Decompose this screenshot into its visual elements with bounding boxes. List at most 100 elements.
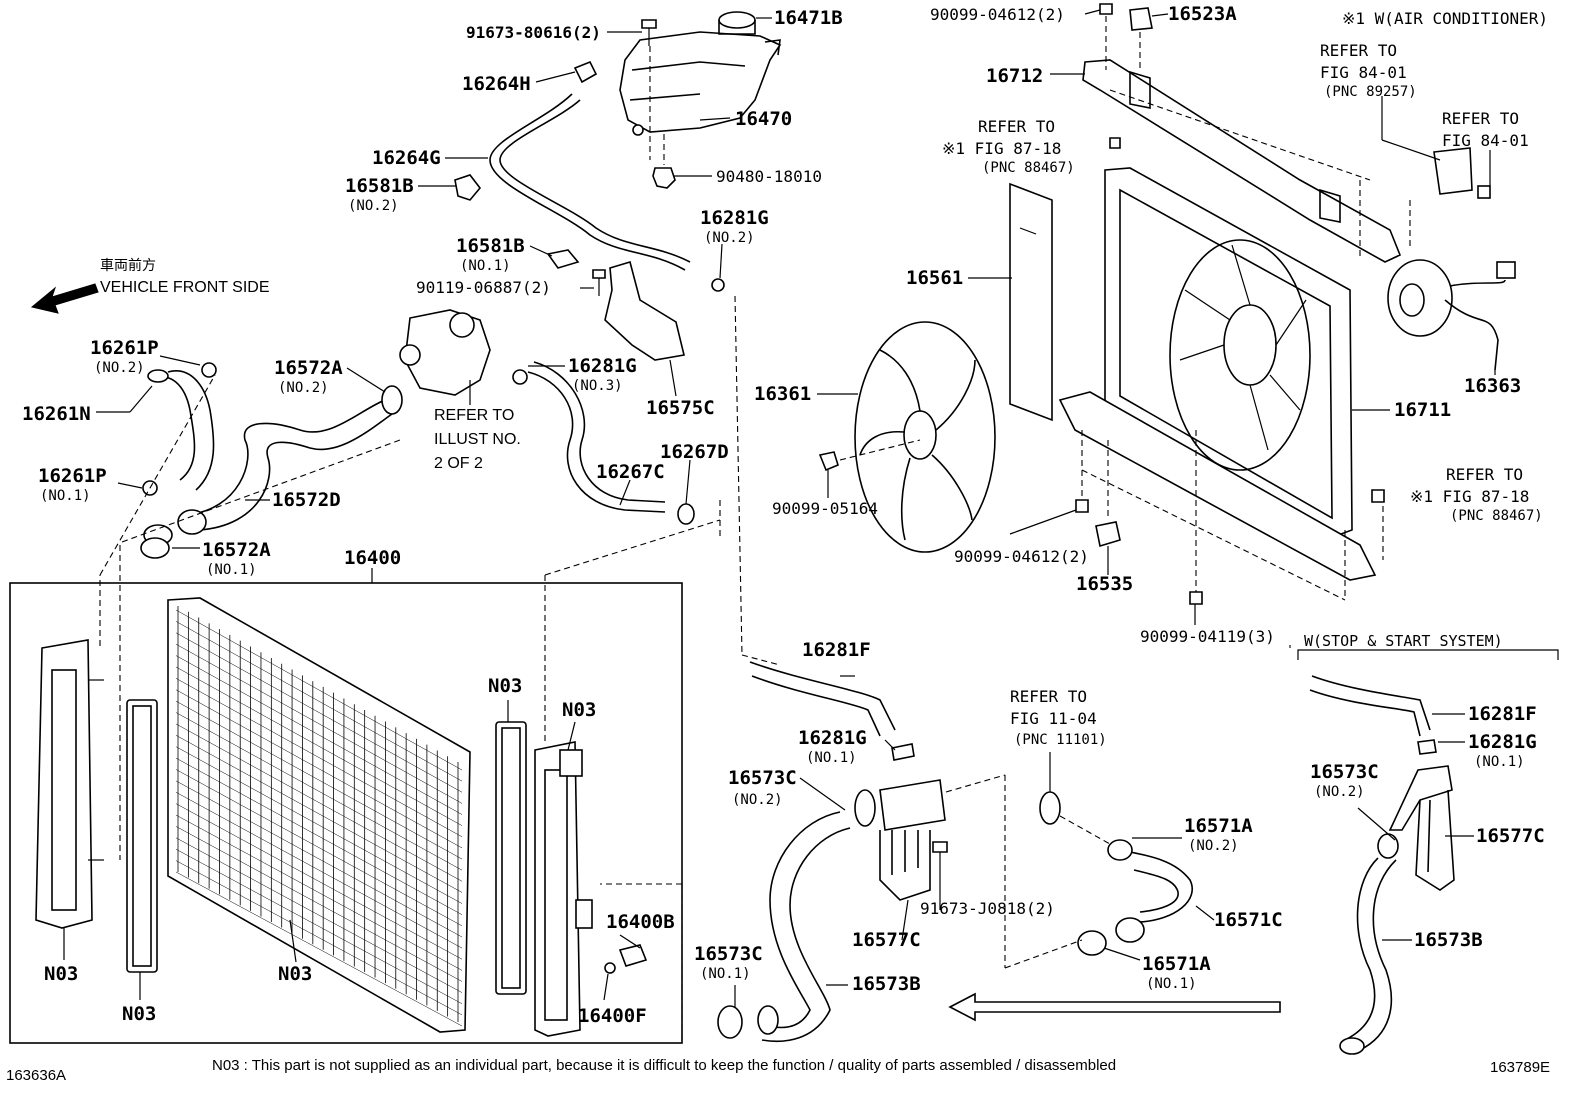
label-90099-04612-bot: 90099-04612(2) — [954, 547, 1089, 566]
label-ss-16281G: 16281G — [1468, 731, 1537, 753]
label-ac-note: ※1 W(AIR CONDITIONER) — [1342, 9, 1548, 28]
label-n03-core: N03 — [278, 963, 312, 985]
label-16281F: 16281F — [802, 639, 871, 661]
label-vehicle-front-jp: 車両前方 — [100, 257, 156, 274]
label-16267C: 16267C — [596, 461, 665, 483]
label-16581B-no1: 16581B — [456, 235, 525, 257]
vehicle-front-arrow — [30, 283, 99, 314]
core-tube-line — [175, 723, 463, 882]
core-tube-line — [175, 837, 463, 993]
core-tube-line — [175, 860, 463, 1016]
label-16535: 16535 — [1076, 573, 1133, 595]
label-90099-05164: 90099-05164 — [772, 499, 878, 518]
label-16571A-no1-sub: (NO.1) — [1146, 976, 1197, 992]
label-16363: 16363 — [1464, 375, 1521, 397]
core-tube-line — [175, 871, 463, 1027]
label-ss-16281G-sub: (NO.1) — [1474, 754, 1525, 770]
label-fig84-a2: FIG 84-01 — [1320, 63, 1407, 82]
label-16572D: 16572D — [272, 489, 341, 511]
core-tube-line — [175, 757, 463, 915]
label-16281G-no1: 16281G — [798, 727, 867, 749]
core-tube-line — [175, 666, 463, 826]
leaders-radiator — [63, 700, 683, 1043]
label-16571A-no2: 16571A — [1184, 815, 1253, 837]
label-16261P-no2-sub: (NO.2) — [94, 360, 145, 376]
footer-left-code: 163636A — [6, 1067, 66, 1084]
label-16581B-no2: 16581B — [345, 175, 414, 197]
label-16571A-no1: 16571A — [1142, 953, 1211, 975]
label-16572A-no2-sub: (NO.2) — [278, 380, 329, 396]
core-fins — [175, 606, 463, 1027]
label-90099-04612-top: 90099-04612(2) — [930, 5, 1065, 24]
label-16264H: 16264H — [462, 73, 531, 95]
label-16261P-no1: 16261P — [38, 465, 107, 487]
label-16281G-no2: 16281G — [700, 207, 769, 229]
label-fig84-b2: FIG 84-01 — [1442, 131, 1529, 150]
label-90099-04119: 90099-04119(3) — [1140, 627, 1275, 646]
label-16281G-no2-sub: (NO.2) — [704, 230, 755, 246]
stop-start-group — [1297, 649, 1559, 1055]
label-16572A-no1: 16572A — [202, 539, 271, 561]
label-16361: 16361 — [754, 383, 811, 405]
label-n03-gasket-left: N03 — [122, 1003, 156, 1025]
core-tube-line — [175, 678, 463, 838]
core-tube-line — [175, 826, 463, 982]
label-ss-16573C: 16573C — [1310, 761, 1379, 783]
upper-hose-group — [140, 309, 695, 559]
label-16400: 16400 — [344, 547, 401, 569]
label-16573C-no1: 16573C — [694, 943, 763, 965]
core-tube-line — [175, 746, 463, 904]
fan-shroud-group — [818, 3, 1516, 605]
label-fig84-a3: (PNC 89257) — [1324, 84, 1417, 100]
label-16571C: 16571C — [1214, 909, 1283, 931]
label-16281G-no3-sub: (NO.3) — [572, 378, 623, 394]
label-16577C: 16577C — [852, 929, 921, 951]
label-fig84-b1: REFER TO — [1442, 109, 1519, 128]
labels: 91673-80616(2) 16471B 16264H 16470 16264… — [6, 3, 1550, 1084]
label-fig11-1: REFER TO — [1010, 687, 1087, 706]
label-16575C: 16575C — [646, 397, 715, 419]
core-tube-line — [175, 769, 463, 927]
core-tube-line — [175, 689, 463, 849]
label-16571A-no2-sub: (NO.2) — [1188, 838, 1239, 854]
label-16573C-no2: 16573C — [728, 767, 797, 789]
core-tube-line — [175, 792, 463, 949]
label-90480-18010: 90480-18010 — [716, 167, 822, 186]
label-16264G: 16264G — [372, 147, 441, 169]
core-tube-line — [175, 643, 463, 804]
core-tube-line — [175, 655, 463, 815]
label-fig87-b1: REFER TO — [1446, 465, 1523, 484]
leaders-left — [96, 295, 781, 860]
label-16572A-no1-sub: (NO.1) — [206, 562, 257, 578]
radiator-assembly — [9, 568, 683, 1044]
label-16281G-no1-sub: (NO.1) — [806, 750, 857, 766]
label-16400F: 16400F — [578, 1005, 647, 1027]
core-tube-line — [175, 803, 463, 960]
label-16523A: 16523A — [1168, 3, 1237, 25]
label-16581B-no2-sub: (NO.2) — [348, 198, 399, 214]
label-16261N: 16261N — [22, 403, 91, 425]
label-16573C-no1-sub: (NO.1) — [700, 966, 751, 982]
label-16712: 16712 — [986, 65, 1043, 87]
label-16573B: 16573B — [852, 973, 921, 995]
label-90119-06887: 90119-06887(2) — [416, 278, 551, 297]
label-n03-gasket-right: N03 — [488, 675, 522, 697]
label-stop-start: W(STOP & START SYSTEM) — [1304, 632, 1503, 650]
core-tube-line — [175, 621, 463, 782]
label-16471B: 16471B — [774, 7, 843, 29]
core-tube-line — [175, 632, 463, 793]
label-fig87-b2: ※1 FIG 87-18 — [1410, 487, 1529, 506]
label-ss-16573B: 16573B — [1414, 929, 1483, 951]
label-ss-16573C-sub: (NO.2) — [1314, 784, 1365, 800]
label-fig11-2: FIG 11-04 — [1010, 709, 1097, 728]
core-tube-line — [175, 735, 463, 893]
label-16261P-no2: 16261P — [90, 337, 159, 359]
label-fig87-b3: (PNC 88467) — [1450, 508, 1543, 524]
label-fig84-a1: REFER TO — [1320, 41, 1397, 60]
label-ss-16281F: 16281F — [1468, 703, 1537, 725]
core-tube-line — [175, 780, 463, 938]
core-tube-line — [175, 712, 463, 871]
label-91673-80616: 91673-80616(2) — [466, 23, 601, 42]
label-16281G-no3: 16281G — [568, 355, 637, 377]
